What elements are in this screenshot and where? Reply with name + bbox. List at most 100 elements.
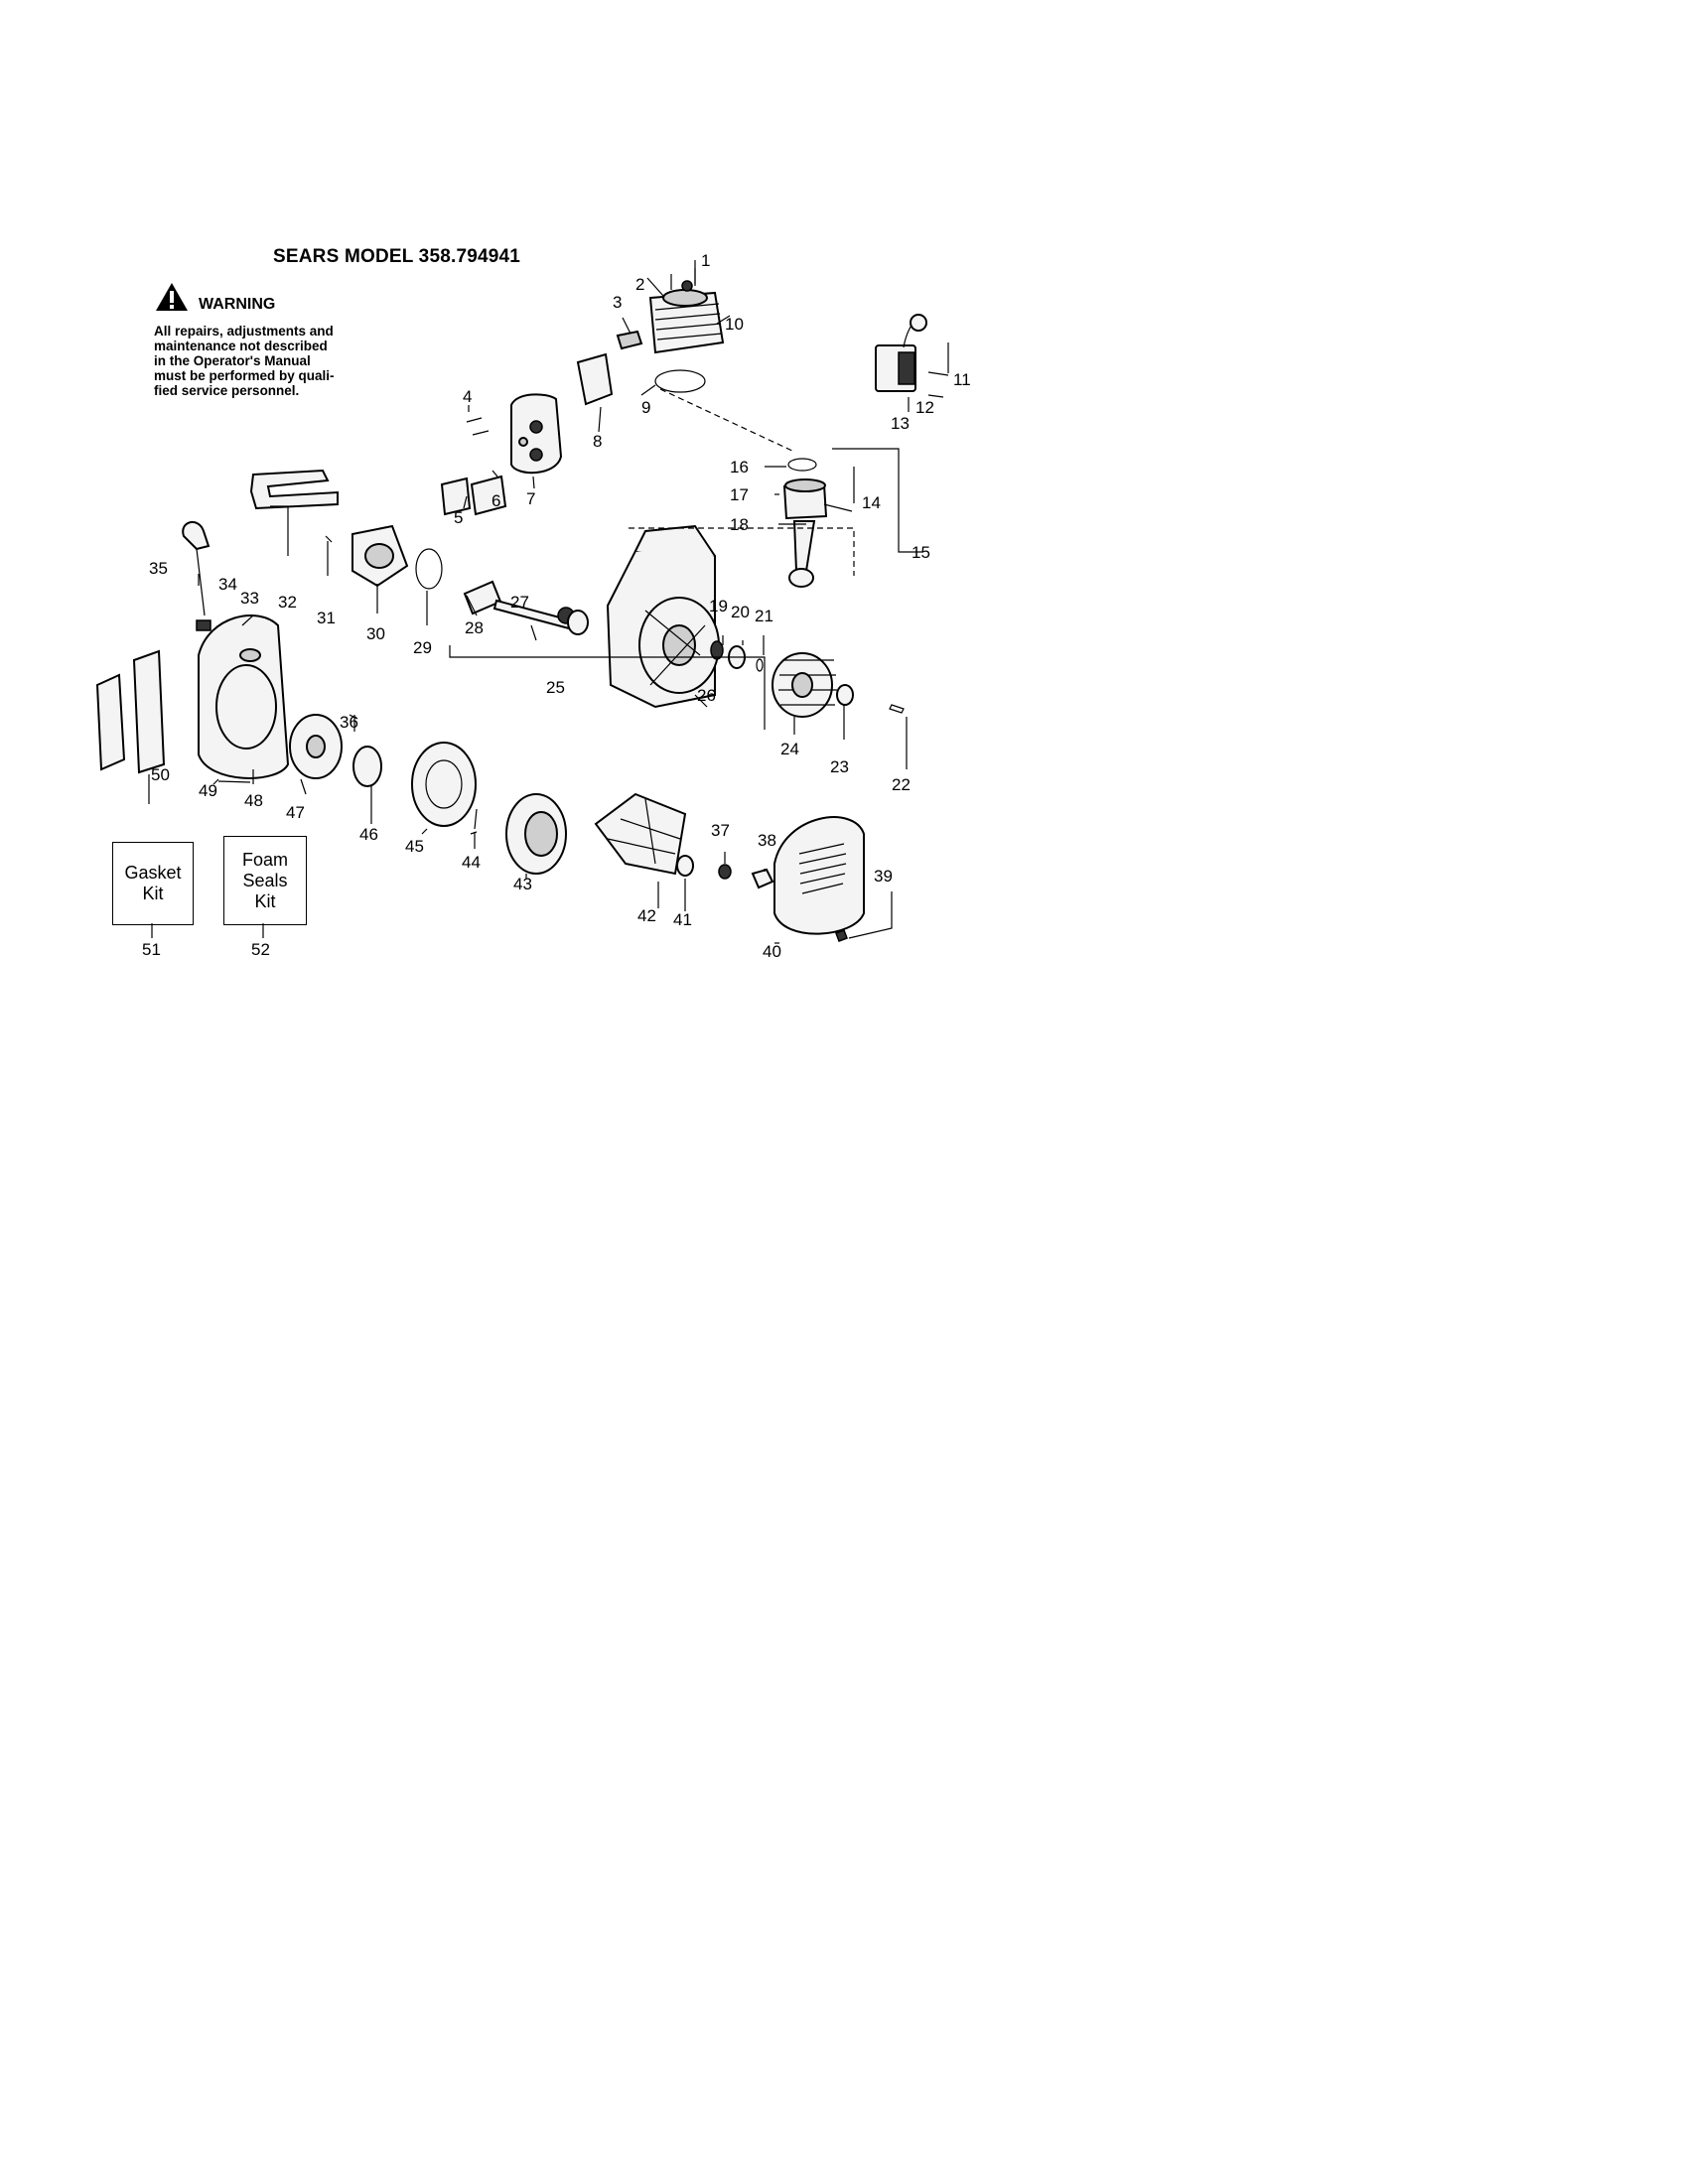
page-title: SEARS MODEL 358.794941 [273,246,521,267]
label-49: 49 [199,781,217,800]
blower-housing-part [198,614,290,779]
label-42: 42 [637,906,656,925]
throttle-wire-part [249,469,339,510]
label-43: 43 [513,875,532,893]
warning-line: must be performed by quali- [154,368,335,383]
part-3 [616,330,643,350]
label-19: 19 [709,597,728,615]
primer-cap [196,619,211,631]
gasket-29 [415,548,443,590]
label-38: 38 [758,831,776,850]
ignition-module-part [875,314,949,398]
label-35: 35 [149,559,168,578]
leader-lines [148,260,949,944]
label-50: 50 [151,765,170,784]
starter-spring [425,759,463,809]
label-51: 51 [142,940,161,959]
label-39: 39 [874,867,893,886]
label-11: 11 [953,370,971,389]
warning-line: maintenance not described [154,339,328,353]
label-22: 22 [892,775,911,794]
label-34: 34 [218,575,237,594]
kit-line: Seals [242,870,288,890]
label-23: 23 [830,757,849,776]
label-5: 5 [454,508,463,527]
warning-heading: WARNING [199,296,276,313]
label-31: 31 [317,609,336,627]
label-17: 17 [730,485,749,504]
label-15: 15 [912,543,930,562]
label-16: 16 [730,458,749,477]
label-33: 33 [240,589,259,608]
label-36: 36 [340,713,358,732]
piston-assembly-part [782,458,853,588]
screw-39 [835,929,848,942]
label-13: 13 [891,414,910,433]
primer-stem-34 [196,548,206,616]
bearing-27 [567,610,589,635]
warning-line: in the Operator's Manual [154,353,311,368]
label-52: 52 [251,940,270,959]
cover-43-inner [524,811,558,857]
label-6: 6 [491,491,500,510]
kit-line: Foam [241,849,288,870]
flywheel-part [772,652,837,718]
label-14: 14 [862,493,881,512]
label-37: 37 [711,821,730,840]
label-20: 20 [731,603,750,621]
screw-31 [325,535,333,543]
warning-text: All repairs, adjustments and maintenance… [154,324,368,398]
warning-line: fied service personnel. [154,383,300,398]
label-12: 12 [915,398,934,417]
label-24: 24 [780,740,799,758]
label-7: 7 [526,489,535,508]
muffler-part [510,393,563,475]
label-3: 3 [613,293,622,312]
label-32: 32 [278,593,297,612]
foam-seals-kit-box: Foam Seals Kit [223,836,307,925]
label-4: 4 [463,387,472,406]
label-46: 46 [359,825,378,844]
nut-37 [718,864,732,880]
seal-19 [710,640,724,660]
washer-46 [352,746,382,787]
crankshaft-part [463,580,575,630]
label-25: 25 [546,678,565,697]
washer-23 [836,684,854,706]
label-9: 9 [641,398,650,417]
label-47: 47 [286,803,305,822]
gasket-9 [654,369,706,393]
kit-line: Gasket [124,863,182,883]
pulley-hub [306,735,326,758]
label-1: 1 [701,251,710,270]
label-48: 48 [244,791,263,810]
label-8: 8 [593,432,602,451]
warning-icon [156,283,188,311]
label-18: 18 [730,515,749,534]
label-30: 30 [366,624,385,643]
key-22 [889,704,905,714]
warning-line: All repairs, adjustments and [154,324,334,339]
part-labels: 1 2 3 4 5 6 7 8 9 10 11 12 13 14 15 16 1… [142,251,971,961]
label-44: 44 [462,853,481,872]
label-41: 41 [673,910,692,929]
label-45: 45 [405,837,424,856]
label-10: 10 [725,315,744,334]
screw-36 [349,714,358,720]
fan-cover-part [773,816,865,935]
label-27: 27 [510,593,529,612]
label-21: 21 [755,607,773,625]
label-26: 26 [697,686,716,705]
impeller-part [594,792,687,876]
label-29: 29 [413,638,432,657]
plate-5 [440,477,472,516]
ring-21 [756,658,764,672]
label-28: 28 [465,618,484,637]
carburetor-adapter-part [351,524,409,588]
label-40: 40 [763,942,781,961]
label-2: 2 [635,275,644,294]
primer-35 [182,521,210,551]
kit-line: Kit [142,884,164,903]
